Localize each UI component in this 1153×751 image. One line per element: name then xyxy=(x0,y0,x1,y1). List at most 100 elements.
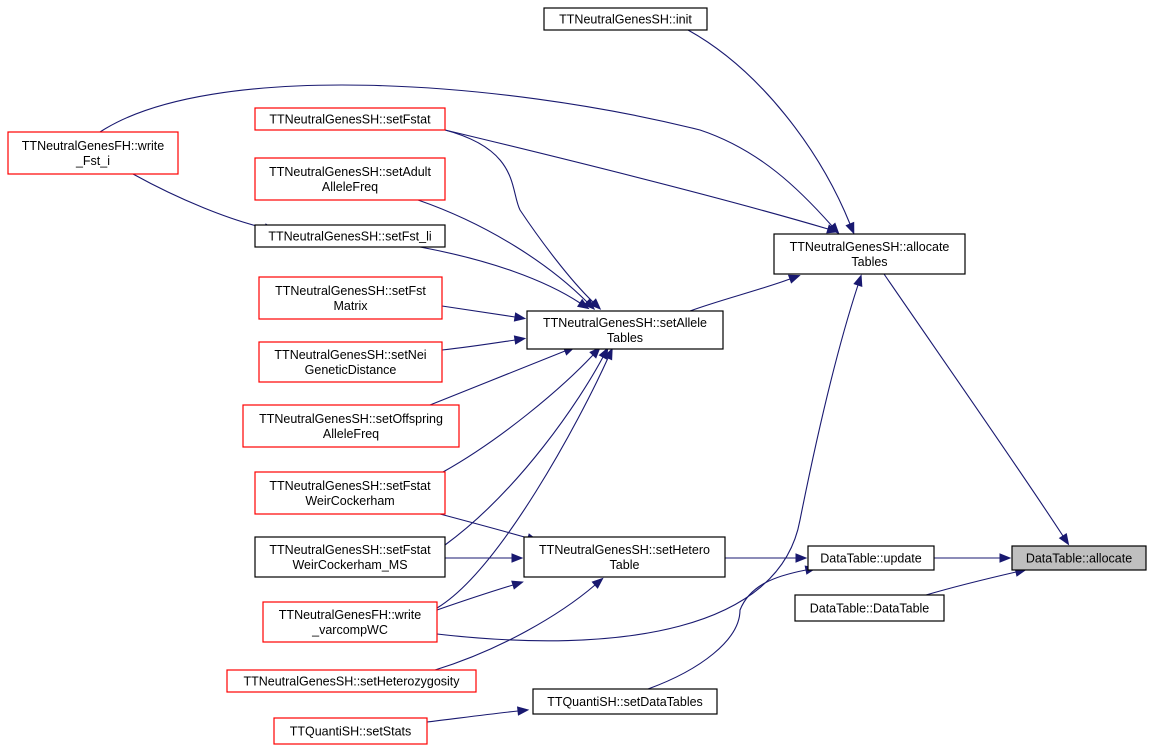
arrowhead xyxy=(589,346,601,359)
edge-line xyxy=(436,357,609,609)
node-setHeterozygosity[interactable]: TTNeutralGenesSH::setHeterozygosity xyxy=(226,669,477,693)
edge-write_fst_i-to-setFst_li xyxy=(132,173,277,233)
node-write_varcompWC[interactable]: TTNeutralGenesFH::write_varcompWC xyxy=(262,601,438,643)
arrowhead xyxy=(513,335,527,345)
node-label-line: TTNeutralGenesFH::write xyxy=(279,608,421,622)
edge-line xyxy=(883,273,1064,537)
node-label-line: TTNeutralGenesSH::allocate xyxy=(790,240,950,254)
node-label-line: GeneticDistance xyxy=(305,363,397,377)
node-label-line: TTNeutralGenesSH::setHeterozygosity xyxy=(243,675,460,689)
node-label-line: Matrix xyxy=(333,299,368,313)
node-allocate[interactable]: DataTable::allocate xyxy=(1011,545,1147,571)
edge-init-to-allocateTables xyxy=(687,29,855,235)
edge-setHeteroTable-to-update xyxy=(725,553,808,563)
arrowhead xyxy=(845,221,855,235)
arrowhead xyxy=(516,706,530,716)
edge-line xyxy=(444,129,829,230)
edge-line xyxy=(925,571,1017,596)
arrowhead xyxy=(603,347,613,361)
node-label-line: TTNeutralGenesSH::setFst_li xyxy=(268,230,431,244)
node-label-line: DataTable::DataTable xyxy=(810,602,930,616)
edge-line xyxy=(99,84,833,227)
node-box xyxy=(523,536,726,578)
edge-setFst_li-to-setAlleleTables xyxy=(419,246,590,310)
edge-line xyxy=(687,29,851,225)
node-box xyxy=(242,404,460,448)
arrowhead xyxy=(787,274,801,284)
edge-line xyxy=(439,513,529,539)
edge-setFstatWeirCockerham_MS-to-setHeteroTable xyxy=(445,553,524,563)
edge-line xyxy=(442,354,594,473)
edge-line xyxy=(426,710,519,723)
node-box xyxy=(254,157,446,201)
edge-write_varcompWC-to-setHeteroTable xyxy=(436,580,524,611)
edge-setOffspringAlleleFreq-to-setAlleleTables xyxy=(429,346,576,406)
node-label-line: TTNeutralGenesSH::setAllele xyxy=(543,316,707,330)
edge-line xyxy=(132,173,266,229)
edge-line xyxy=(436,284,859,642)
node-setFstat[interactable]: TTNeutralGenesSH::setFstat xyxy=(254,107,446,131)
arrowhead xyxy=(826,224,839,234)
arrowhead xyxy=(1058,532,1070,546)
node-write_fst_i[interactable]: TTNeutralGenesFH::write_Fst_i xyxy=(7,131,179,175)
edge-line xyxy=(441,305,516,318)
node-box xyxy=(7,131,179,175)
arrowhead xyxy=(513,312,527,322)
node-box xyxy=(773,233,966,275)
edge-line xyxy=(419,246,581,304)
node-label-line: Tables xyxy=(851,255,887,269)
node-label-line: WeirCockerham_MS xyxy=(292,558,407,572)
node-box xyxy=(254,224,446,248)
node-init[interactable]: TTNeutralGenesSH::init xyxy=(543,7,708,31)
edge-setFstat-to-allocateTables xyxy=(444,129,839,234)
node-setFst_li[interactable]: TTNeutralGenesSH::setFst_li xyxy=(254,224,446,248)
node-setDataTables[interactable]: TTQuantiSH::setDataTables xyxy=(532,688,718,715)
node-label-line: TTNeutralGenesSH::setFstat xyxy=(269,543,431,557)
arrowhead xyxy=(999,553,1012,563)
node-label-line: TTNeutralGenesSH::setOffspring xyxy=(259,412,443,426)
edge-setHeterozygosity-to-setHeteroTable xyxy=(434,577,604,671)
node-label-line: TTNeutralGenesSH::init xyxy=(559,13,692,27)
edge-line xyxy=(429,350,566,406)
node-label-line: DataTable::update xyxy=(820,552,922,566)
node-box xyxy=(258,276,443,320)
edge-allocateTables-to-allocate xyxy=(883,273,1070,546)
edge-setFstatWeirCockerham_MS-to-setAlleleTables xyxy=(444,347,609,546)
node-label-line: TTNeutralGenesFH::write xyxy=(22,139,164,153)
node-label-line: TTNeutralGenesSH::setAdult xyxy=(269,165,431,179)
node-label-line: TTNeutralGenesSH::setNei xyxy=(274,348,426,362)
edge-line xyxy=(444,356,604,546)
arrowhead xyxy=(511,553,524,563)
node-setStats[interactable]: TTQuantiSH::setStats xyxy=(273,717,428,745)
edge-setAdultAlleleFreq-to-setAlleleTables xyxy=(417,199,596,310)
node-dataTable[interactable]: DataTable::DataTable xyxy=(794,594,945,622)
edge-line xyxy=(689,278,791,312)
node-setFstatWeirCockerham_MS[interactable]: TTNeutralGenesSH::setFstatWeirCockerham_… xyxy=(254,536,446,578)
node-box xyxy=(258,341,443,383)
edge-line xyxy=(647,569,807,690)
nodes-layer: TTNeutralGenesSH::initTTNeutralGenesFH::… xyxy=(7,7,1147,745)
node-label-line: TTNeutralGenesSH::setHetero xyxy=(539,543,710,557)
arrowhead xyxy=(576,298,590,310)
node-box xyxy=(526,310,724,350)
node-label-line: Table xyxy=(610,558,640,572)
arrowhead xyxy=(795,553,808,563)
edge-line xyxy=(434,584,596,671)
edges-layer xyxy=(99,29,1070,723)
node-box xyxy=(807,545,935,571)
arrowhead xyxy=(511,580,524,590)
arrowhead xyxy=(591,577,604,589)
edge-setFstatWeirCockerham-to-setAlleleTables xyxy=(442,346,601,473)
node-label-line: TTNeutralGenesSH::setFstat xyxy=(269,113,431,127)
node-label-line: _Fst_i xyxy=(75,154,110,168)
node-update[interactable]: DataTable::update xyxy=(807,545,935,571)
